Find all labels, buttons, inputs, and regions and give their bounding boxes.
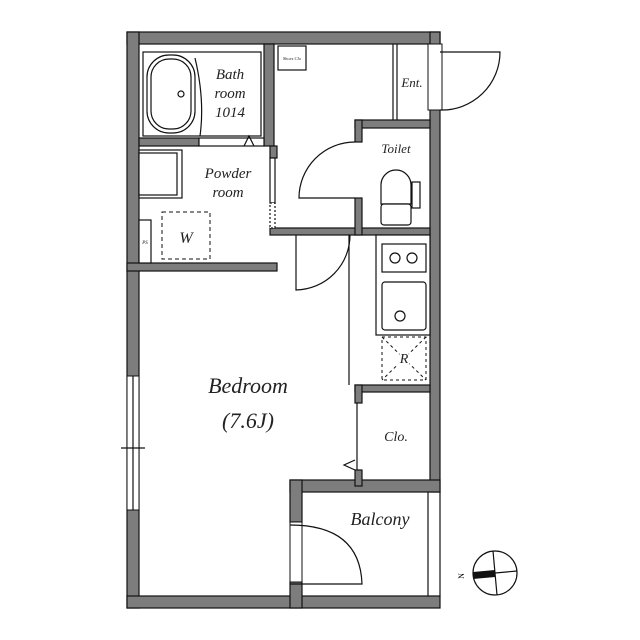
sink-icon <box>381 281 427 331</box>
refrigerator-label: R <box>399 352 409 367</box>
stove-icon <box>381 243 427 273</box>
walls <box>121 31 443 609</box>
bedroom-label: Bedroom <box>208 373 288 398</box>
toilet-label: Toilet <box>381 141 411 156</box>
powder-room-label-2: room <box>212 185 243 201</box>
balcony-label: Balcony <box>351 509 410 529</box>
north-label: N <box>457 573 466 579</box>
refrigerator-space <box>381 336 427 381</box>
powder-room-label-1: Powder <box>204 166 252 182</box>
entrance-door <box>439 51 501 111</box>
closet-label: Clo. <box>384 430 408 445</box>
bathroom-label-3: 1014 <box>215 105 246 121</box>
toilet-icon <box>380 169 412 205</box>
bedroom-door <box>295 234 351 291</box>
bedroom-size: (7.6J) <box>222 408 274 433</box>
washer-space <box>161 211 211 260</box>
shoes-closet-label: Shoes Clo <box>283 56 302 61</box>
washer-label: W <box>179 230 194 247</box>
shoes-closet <box>277 45 307 71</box>
pipe-space-label: PS <box>141 241 148 246</box>
bathroom-label-2: room <box>214 86 245 102</box>
entrance-label: Ent. <box>400 75 422 90</box>
balcony-door <box>289 524 363 585</box>
pipe-space <box>138 219 152 264</box>
compass-icon: N <box>457 550 518 596</box>
bathroom-label-1: Bath <box>216 67 244 83</box>
